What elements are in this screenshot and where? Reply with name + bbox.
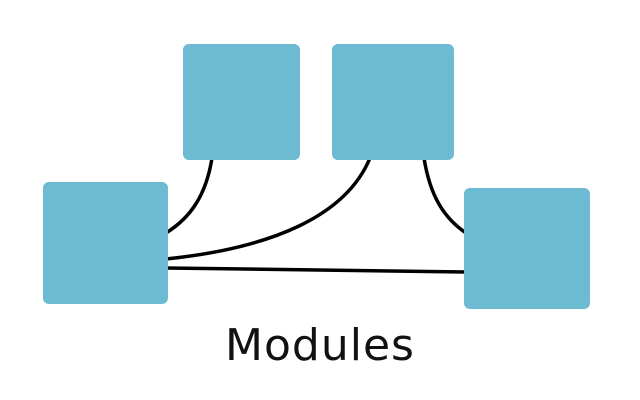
diagram-caption: Modules xyxy=(225,320,415,371)
connector-top-left-to-left xyxy=(165,157,214,235)
module-right xyxy=(464,188,590,309)
connectors xyxy=(165,157,467,274)
connector-top-right-to-left xyxy=(165,157,372,261)
module-left xyxy=(43,182,168,304)
connector-top-right-to-right xyxy=(422,157,467,235)
modules xyxy=(43,44,590,309)
module-top-right xyxy=(332,44,454,160)
connector-left-to-right xyxy=(165,266,467,274)
module-top-left xyxy=(183,44,300,160)
